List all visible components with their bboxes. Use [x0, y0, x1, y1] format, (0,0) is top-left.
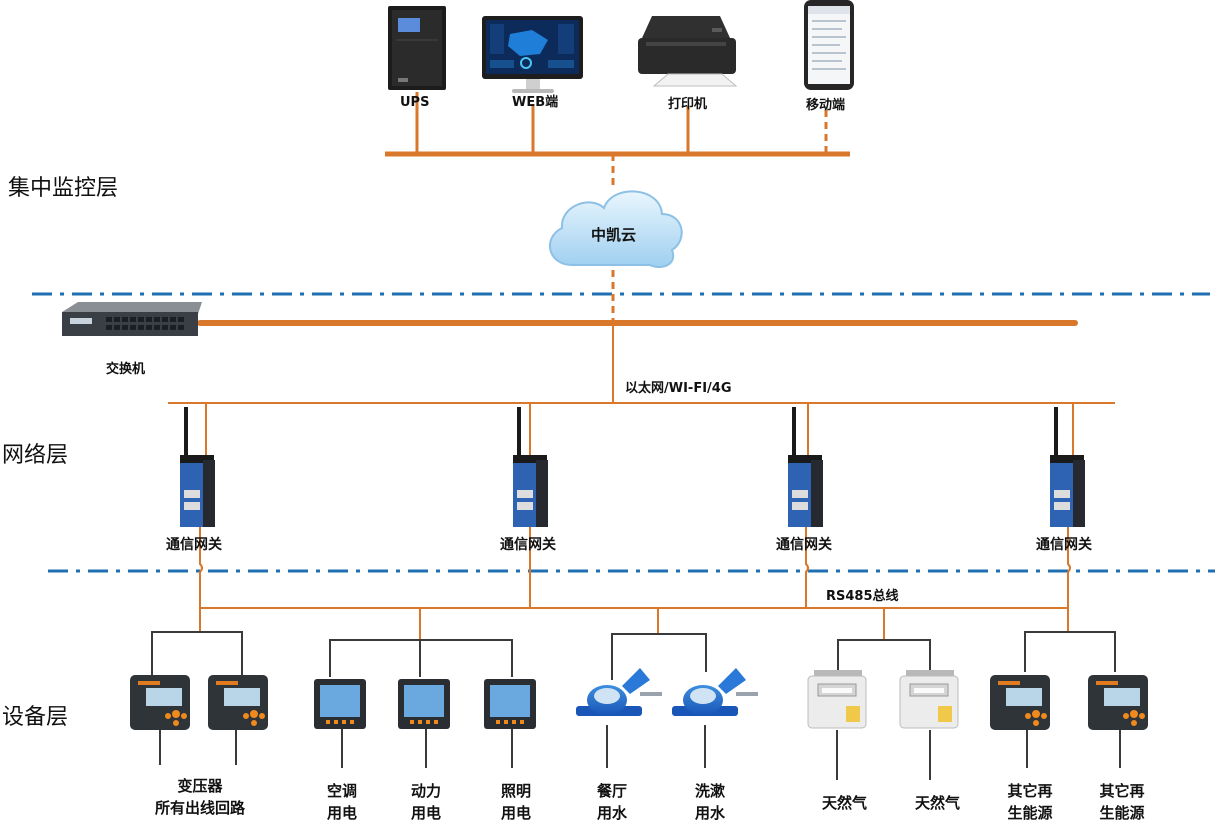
canteen-label-line2: 用水 [596, 804, 627, 822]
gas-meter-1 [807, 670, 867, 729]
renew-label-2: 其它再 生能源 [1092, 780, 1152, 824]
rs485-label: RS485总线 [826, 589, 899, 604]
power-label-line1: 动力 [410, 782, 441, 800]
ethernet-label: 以太网/WI-FI/4G [625, 381, 732, 396]
gas-label-1: 天然气 [822, 794, 868, 812]
washroom-label-line2: 用水 [694, 804, 725, 822]
switch-label: 交换机 [106, 362, 146, 377]
ac-label-line2: 用电 [326, 804, 357, 822]
top-bus [385, 92, 850, 323]
web-monitor-device [482, 16, 583, 93]
power-label: 动力 用电 [406, 780, 446, 824]
layer-label-network: 网络层 [2, 443, 69, 468]
renew-label-1: 其它再 生能源 [1000, 780, 1060, 824]
transformer-label-line1: 变压器 [177, 777, 223, 795]
mobile-device [804, 0, 854, 90]
washroom-label: 洗漱 用水 [690, 780, 730, 824]
printer-device [638, 16, 738, 87]
canteen-label: 餐厅 用水 [592, 780, 632, 824]
gateway-label-3: 通信网关 [776, 537, 832, 553]
device-group-connectors [151, 631, 1121, 780]
gateway-device-3 [788, 407, 823, 527]
gateway-device-4 [1050, 407, 1085, 527]
transformer-label: 变压器 所有出线回路 [140, 775, 260, 819]
lighting-label: 照明 用电 [496, 780, 536, 824]
gateway-label-4: 通信网关 [1036, 537, 1092, 553]
ups-label: UPS [400, 95, 430, 110]
layer-label-device: 设备层 [2, 705, 69, 730]
gateway-device-1 [180, 407, 215, 527]
transformer-meter-2 [208, 675, 268, 730]
washroom-water-meter [672, 668, 758, 716]
lighting-label-line2: 用电 [500, 804, 531, 822]
lighting-label-line1: 照明 [500, 782, 531, 800]
ups-device [388, 6, 446, 90]
gas-label-2: 天然气 [915, 794, 961, 812]
switch-device [62, 302, 202, 336]
power-label-line2: 用电 [410, 804, 441, 822]
renew-label-2-line2: 生能源 [1099, 804, 1145, 822]
renew-label-1-line2: 生能源 [1007, 804, 1053, 822]
renew-label-1-line1: 其它再 [1007, 782, 1053, 800]
cloud-label: 中凯云 [591, 226, 637, 244]
gas-meter-2 [899, 670, 959, 729]
layer-label-monitoring: 集中监控层 [8, 176, 119, 201]
gateway-label-2: 通信网关 [500, 537, 556, 553]
renewable-meter-1 [990, 675, 1050, 730]
power-meter [398, 679, 450, 729]
canteen-water-meter [576, 668, 662, 716]
mobile-label: 移动端 [806, 98, 846, 113]
cloud-icon [549, 190, 683, 269]
ac-meter [314, 679, 366, 729]
ethernet-bus [168, 402, 1115, 455]
rs485-bus [199, 527, 1071, 640]
renewable-meter-2 [1088, 675, 1148, 730]
washroom-label-line1: 洗漱 [694, 782, 725, 800]
renew-label-2-line1: 其它再 [1099, 782, 1145, 800]
transformer-meter-1 [130, 675, 190, 730]
ac-label-line1: 空调 [326, 782, 357, 800]
gateway-device-2 [513, 407, 548, 527]
printer-label: 打印机 [668, 97, 708, 112]
web-label: WEB端 [512, 95, 559, 110]
lighting-meter [484, 679, 536, 729]
transformer-label-line2: 所有出线回路 [154, 799, 245, 817]
canteen-label-line1: 餐厅 [596, 782, 627, 800]
ac-label: 空调 用电 [322, 780, 362, 824]
gateway-label-1: 通信网关 [166, 537, 222, 553]
